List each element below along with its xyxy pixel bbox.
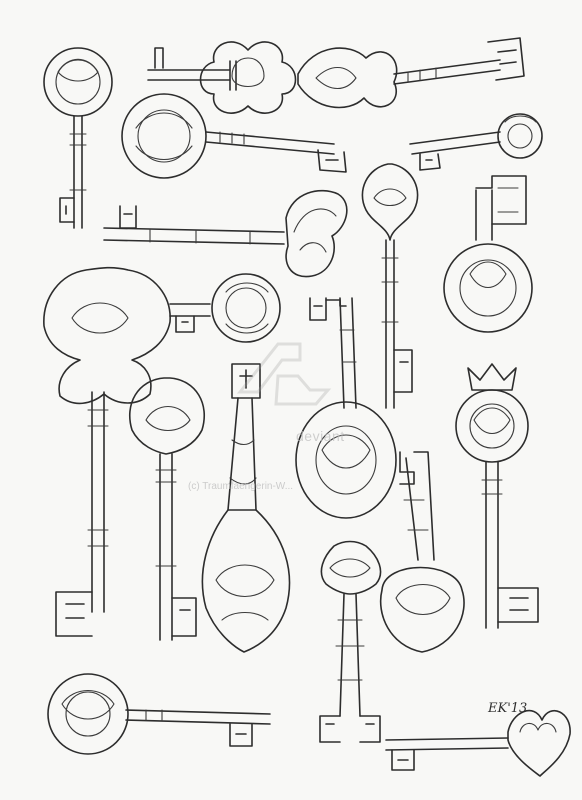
key-4 [121, 93, 347, 179]
key-17 [47, 673, 271, 755]
key-3 [297, 37, 525, 109]
watermark-logo-icon [236, 342, 332, 406]
key-2 [147, 41, 297, 114]
key-1 [43, 47, 113, 229]
key-13 [295, 297, 397, 519]
key-9 [43, 266, 171, 637]
key-7 [361, 163, 419, 409]
key-18 [385, 709, 571, 777]
key-15 [379, 451, 465, 653]
artist-signature: EK'13 [488, 701, 528, 716]
key-14 [455, 363, 539, 629]
key-12 [201, 363, 291, 653]
key-5 [409, 113, 543, 171]
key-11 [128, 377, 206, 641]
key-10 [169, 273, 281, 343]
key-8 [443, 175, 533, 333]
key-6 [103, 190, 348, 278]
key-16 [319, 540, 382, 743]
watermark-site-text: deviant [296, 428, 345, 444]
watermark-copyright-text: (c) Traumfaengerin-W... [188, 481, 294, 492]
